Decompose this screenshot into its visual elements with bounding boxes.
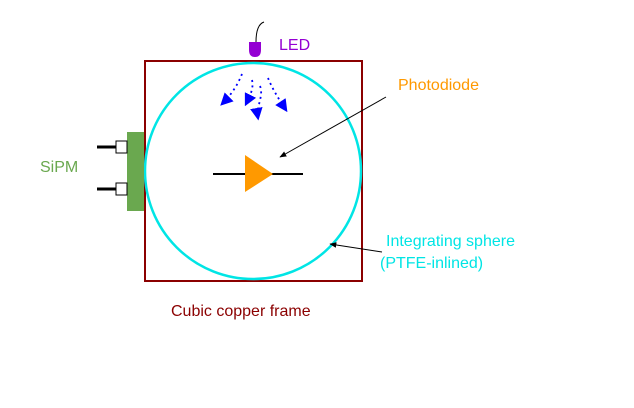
photodiode: [213, 155, 303, 192]
frame-label: Cubic copper frame: [171, 303, 311, 320]
sphere-label-line1: Integrating sphere: [386, 233, 515, 250]
sipm-pin-bottom-connector: [115, 182, 128, 196]
sipm-board: [127, 132, 144, 211]
led-source: [249, 21, 265, 57]
sphere-label-line2: (PTFE-inlined): [380, 255, 483, 272]
light-rays: [220, 73, 288, 121]
photodiode-icon: [245, 155, 273, 192]
photodiode-leader-line: [279, 96, 387, 158]
sipm-label: SiPM: [40, 159, 78, 176]
sphere-leader-line: [329, 242, 383, 253]
led-wire: [255, 21, 265, 43]
led-label: LED: [279, 37, 310, 54]
integrating-sphere: [143, 61, 363, 281]
light-ray-right: [267, 77, 288, 113]
photodiode-label: Photodiode: [398, 77, 479, 94]
led-icon: [249, 42, 261, 57]
light-ray-mid-right: [250, 85, 263, 121]
sipm-pin-top-connector: [115, 140, 128, 154]
light-ray-mid-left: [244, 79, 257, 107]
sipm-module: [97, 132, 144, 211]
light-ray-left: [220, 73, 243, 106]
